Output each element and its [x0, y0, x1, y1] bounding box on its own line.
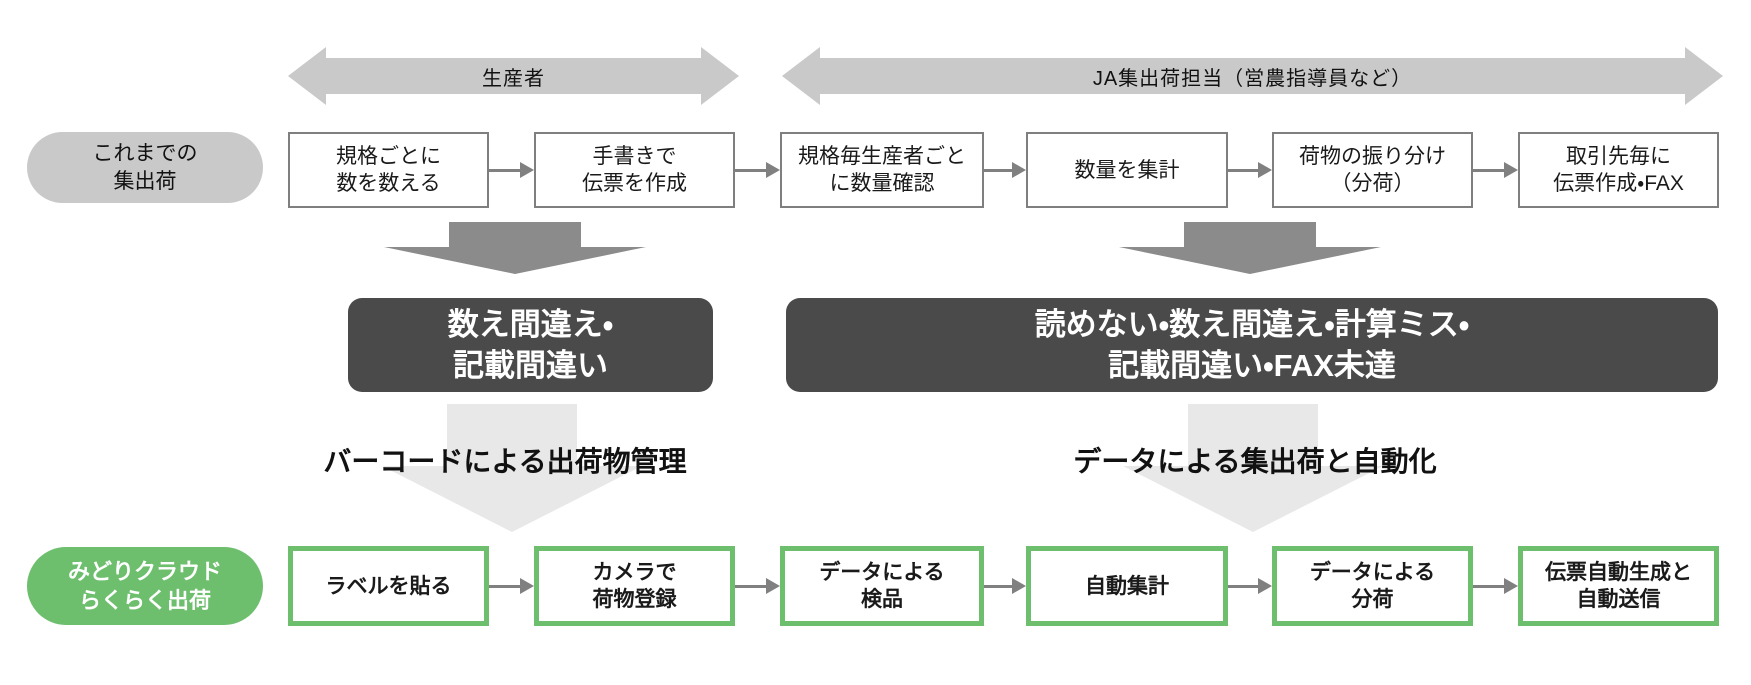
step-sort-packages: 荷物の振り分け （分荷）: [1272, 132, 1473, 208]
step-total-quantity: 数量を集計: [1026, 132, 1228, 208]
solution-label-data: データによる集出荷と自動化: [1073, 446, 1437, 477]
step-auto-total: 自動集計: [1026, 546, 1228, 626]
step-data-sorting: データによる 分荷: [1272, 546, 1473, 626]
arrow-right-icon: [735, 578, 780, 594]
band-right-arrowhead-icon: [701, 47, 739, 105]
arrow-right-icon: [984, 578, 1026, 594]
band-producer: 生産者: [288, 47, 739, 105]
step-count-by-grade: 規格ごとに 数を数える: [288, 132, 489, 208]
step-check-quantity: 規格毎生産者ごと に数量確認: [780, 132, 984, 208]
band-producer-label: 生産者: [482, 67, 545, 90]
arrow-right-icon: [489, 162, 534, 178]
arrow-right-icon: [1473, 162, 1518, 178]
step-handwritten-slip: 手書きで 伝票を作成: [534, 132, 735, 208]
band-producer-body: 生産者: [326, 58, 701, 94]
arrow-right-icon: [735, 162, 780, 178]
step-data-inspection: データによる 検品: [780, 546, 984, 626]
band-left-arrowhead-icon: [782, 47, 820, 105]
row-label-traditional: これまでの 集出荷: [27, 132, 263, 203]
band-ja-staff-label: JA集出荷担当（営農指導員など）: [1092, 67, 1413, 90]
solution-label-barcode: バーコードによる出荷物管理: [323, 446, 687, 477]
band-right-arrowhead-icon: [1685, 47, 1723, 105]
band-ja-staff-body: JA集出荷担当（営農指導員など）: [820, 58, 1685, 94]
step-slip-fax: 取引先毎に 伝票作成・FAX: [1518, 132, 1719, 208]
arrow-right-icon: [984, 162, 1026, 178]
step-camera-register: カメラで 荷物登録: [534, 546, 735, 626]
band-ja-staff: JA集出荷担当（営農指導員など）: [782, 47, 1723, 105]
arrow-right-icon: [1228, 578, 1272, 594]
row-label-midori-cloud: みどりクラウド らくらく出荷: [27, 547, 263, 625]
problem-box-producer: 数え間違え・ 記載間違い: [348, 298, 713, 392]
problem-box-ja: 読めない・数え間違え・計算ミス・ 記載間違い・FAX未達: [786, 298, 1718, 392]
step-auto-slip-send: 伝票自動生成と 自動送信: [1518, 546, 1719, 626]
arrow-right-icon: [1228, 162, 1272, 178]
band-left-arrowhead-icon: [288, 47, 326, 105]
arrow-right-icon: [1473, 578, 1518, 594]
step-attach-label: ラベルを貼る: [288, 546, 489, 626]
arrow-right-icon: [489, 578, 534, 594]
